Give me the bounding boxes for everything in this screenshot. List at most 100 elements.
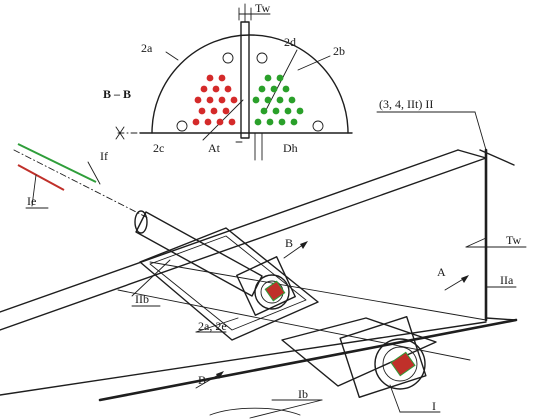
tube-dot-green [278,118,286,126]
tube-dot-red [216,118,224,126]
root-leader [474,111,487,151]
wing-tip-top [457,149,487,159]
ie-leader [31,174,37,207]
label-i: I [432,399,436,413]
label-at: At [208,141,221,155]
view-b-arrowhead [300,241,308,249]
section-bb [115,3,353,161]
wing-lower-edge-2 [98,318,518,402]
tube-dot-red [218,96,226,104]
tube-dot-green [266,118,274,126]
label-wing-root: (3, 4, IIt) II [379,97,433,111]
view-b-lower-arrow [195,373,221,389]
tube-dot-red [198,107,206,115]
label-view-a: A [437,265,446,279]
wing-upper-edge-2 [0,157,487,331]
central-wall [240,21,250,139]
label-ie: Ie [27,194,36,208]
tube-dot-red [206,74,214,82]
label-iib: IIb [135,292,149,306]
ray-red [17,164,65,191]
tube-dot-green [258,85,266,93]
tube-dot-green [288,96,296,104]
label-section-bb: B – B [103,87,131,101]
nozzle-upper-core [264,280,286,302]
labels: Tw 2a 2d 2b B – B 2c At Dh (3, 4, IIt) I… [27,1,521,413]
inner-rail [149,261,487,321]
label-view-b-lower: B [198,373,206,387]
tube-dot-red [230,96,238,104]
iib-leader [131,259,171,297]
tube-dot-red [210,107,218,115]
nozzle-lower-inner [382,346,418,382]
end-circle-left [176,120,188,132]
nozzle-lower [374,338,426,390]
tube-dot-green [282,85,290,93]
ib-leader [249,399,323,419]
tube-dot-green [254,118,262,126]
tube-dot-green [272,107,280,115]
pipe-body [135,211,263,297]
nozzle-lower-core [390,351,416,377]
bottom-arc [209,407,301,416]
tube-dot-red [222,107,230,115]
ray-green [17,143,97,183]
label-2b: 2b [333,44,345,58]
tube-dot-red [194,96,202,104]
label-2c: 2c [153,141,164,155]
label-ib: Ib [298,387,308,401]
frame-upper-inner [149,235,307,331]
i-leader [389,384,401,413]
wing-structure [0,148,518,402]
end-circle-right [312,120,324,132]
view-b-arrow-shaft [283,243,305,259]
tube-dot-green [264,74,272,82]
label-iia: IIa [500,273,514,287]
label-if: If [100,149,108,163]
label-view-b: B [285,236,293,250]
frame-upper [139,227,319,341]
wing-tip-right [479,149,515,166]
tube-dot-green [290,118,298,126]
label-tube: 2a, 2e [198,319,227,333]
top-circle-right [256,52,268,64]
tube-dot-red [204,118,212,126]
tube-dot-red [206,96,214,104]
if-leader [87,161,101,185]
label-tw-top: Tw [255,1,270,15]
top-circle-left [222,52,234,64]
frame-lower [281,316,437,398]
wing-tip-lower [485,317,517,321]
tube-dot-green [284,107,292,115]
tube-dot-green [276,96,284,104]
frame-upper-plate [236,256,296,316]
inner-rail-2 [117,289,471,361]
frame-lower-outline [281,317,437,387]
tube-dot-red [200,85,208,93]
tube-dot-red [228,118,236,126]
wing-lower-edge [0,321,487,396]
section-cut-mark [115,126,125,140]
tube-dot-red [192,118,200,126]
tube-dot-green [270,85,278,93]
tube-dot-green [276,74,284,82]
tube-dot-green [264,96,272,104]
inclined-pipe [13,143,263,297]
tube-dot-green [296,107,304,115]
tube-dot-green [260,107,268,115]
pipe-axis-ray [13,149,149,219]
label-tw-right: Tw [506,233,521,247]
tube-leader [195,317,239,333]
view-b-lower-arrowhead [216,371,224,379]
tube-dot-red [218,74,226,82]
frame-upper-outline [139,227,319,341]
pipe-end [134,210,148,234]
tube-bundle [192,74,304,126]
tw-right-leader [465,237,487,248]
section-outer-arc [151,34,349,134]
nozzle-upper [254,274,290,310]
view-a-arrowhead [461,275,469,283]
label-2d: 2d [284,35,296,49]
